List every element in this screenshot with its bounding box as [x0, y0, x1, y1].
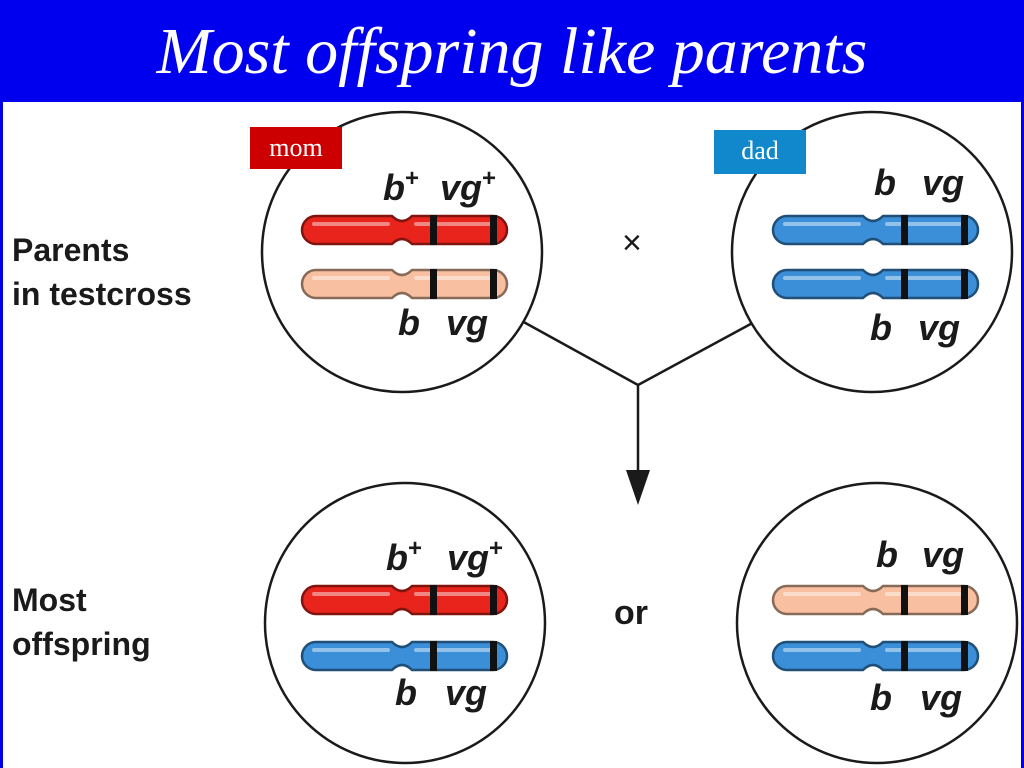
gene-label-b: b — [395, 672, 417, 713]
parents-label-line2: in testcross — [12, 276, 192, 312]
parents-label: Parents in testcross — [12, 228, 192, 316]
gene-band-vg — [490, 585, 497, 615]
chromosome-mom-top-body — [300, 214, 509, 246]
gene-band-vg — [961, 641, 968, 671]
chromosome-dad-bottom — [771, 268, 980, 300]
mom-tag: mom — [250, 127, 342, 169]
offspring-1-circle — [263, 481, 547, 765]
gene-band-b — [901, 215, 908, 245]
connector-left — [519, 318, 639, 387]
chromosome-offspring1-top — [300, 584, 509, 616]
chromosome-offspring2-top — [771, 584, 980, 616]
dad-cell-circle — [730, 110, 1014, 394]
chromosome-offspring2-bottom-body — [771, 640, 980, 672]
gene-band-vg — [961, 215, 968, 245]
gene-band-b — [901, 641, 908, 671]
or-label: or — [614, 594, 648, 632]
gene-band-b — [901, 585, 908, 615]
gene-label-b: b — [398, 302, 420, 343]
offspring-2-circle — [735, 481, 1019, 765]
gene-label-vg: vg — [920, 677, 962, 718]
gene-label-b: b — [870, 307, 892, 348]
mom-cell-circle — [260, 110, 544, 394]
offspring-label-line1: Most — [12, 582, 87, 618]
cross-symbol: × — [622, 224, 642, 262]
chromosome-offspring2-top-body — [771, 584, 980, 616]
chromosome-offspring2-bottom — [771, 640, 980, 672]
gene-label-vg: vg+ — [447, 535, 503, 578]
offspring-label: Most offspring — [12, 578, 151, 666]
gene-band-b — [430, 269, 437, 299]
gene-label-b: b+ — [386, 535, 422, 578]
gene-label-vg: vg — [922, 534, 964, 575]
gene-band-b — [430, 585, 437, 615]
gene-band-b — [430, 641, 437, 671]
gene-band-vg — [961, 585, 968, 615]
connector-right — [637, 318, 759, 387]
gene-label-vg: vg+ — [440, 165, 496, 208]
gene-band-vg — [961, 269, 968, 299]
chromosome-dad-top-body — [771, 214, 980, 246]
gene-label-vg: vg — [922, 162, 964, 203]
chromosome-dad-bottom-body — [771, 268, 980, 300]
gene-label-b: b+ — [383, 165, 419, 208]
gene-label-b: b — [870, 677, 892, 718]
gene-label-vg: vg — [918, 307, 960, 348]
gene-label-b: b — [874, 162, 896, 203]
parents-label-line1: Parents — [12, 232, 130, 268]
gene-label-b: b — [876, 534, 898, 575]
chromosomes — [300, 214, 980, 672]
dad-tag: dad — [714, 130, 806, 174]
gene-label-vg: vg — [445, 672, 487, 713]
gene-band-b — [901, 269, 908, 299]
chromosome-offspring1-bottom-body — [300, 640, 509, 672]
slide-title: Most offspring like parents — [156, 15, 868, 88]
gene-band-vg — [490, 215, 497, 245]
chromosome-mom-top — [300, 214, 509, 246]
chromosome-mom-bottom-body — [300, 268, 509, 300]
offspring-label-line2: offspring — [12, 626, 151, 662]
gene-label-vg: vg — [446, 302, 488, 343]
gene-band-vg — [490, 269, 497, 299]
gene-band-b — [430, 215, 437, 245]
title-bar: Most offspring like parents — [0, 0, 1024, 102]
gene-band-vg — [490, 641, 497, 671]
chromosome-mom-bottom — [300, 268, 509, 300]
chromosome-offspring1-bottom — [300, 640, 509, 672]
chromosome-offspring1-top-body — [300, 584, 509, 616]
chromosome-dad-top — [771, 214, 980, 246]
arrowhead-down — [626, 470, 650, 505]
